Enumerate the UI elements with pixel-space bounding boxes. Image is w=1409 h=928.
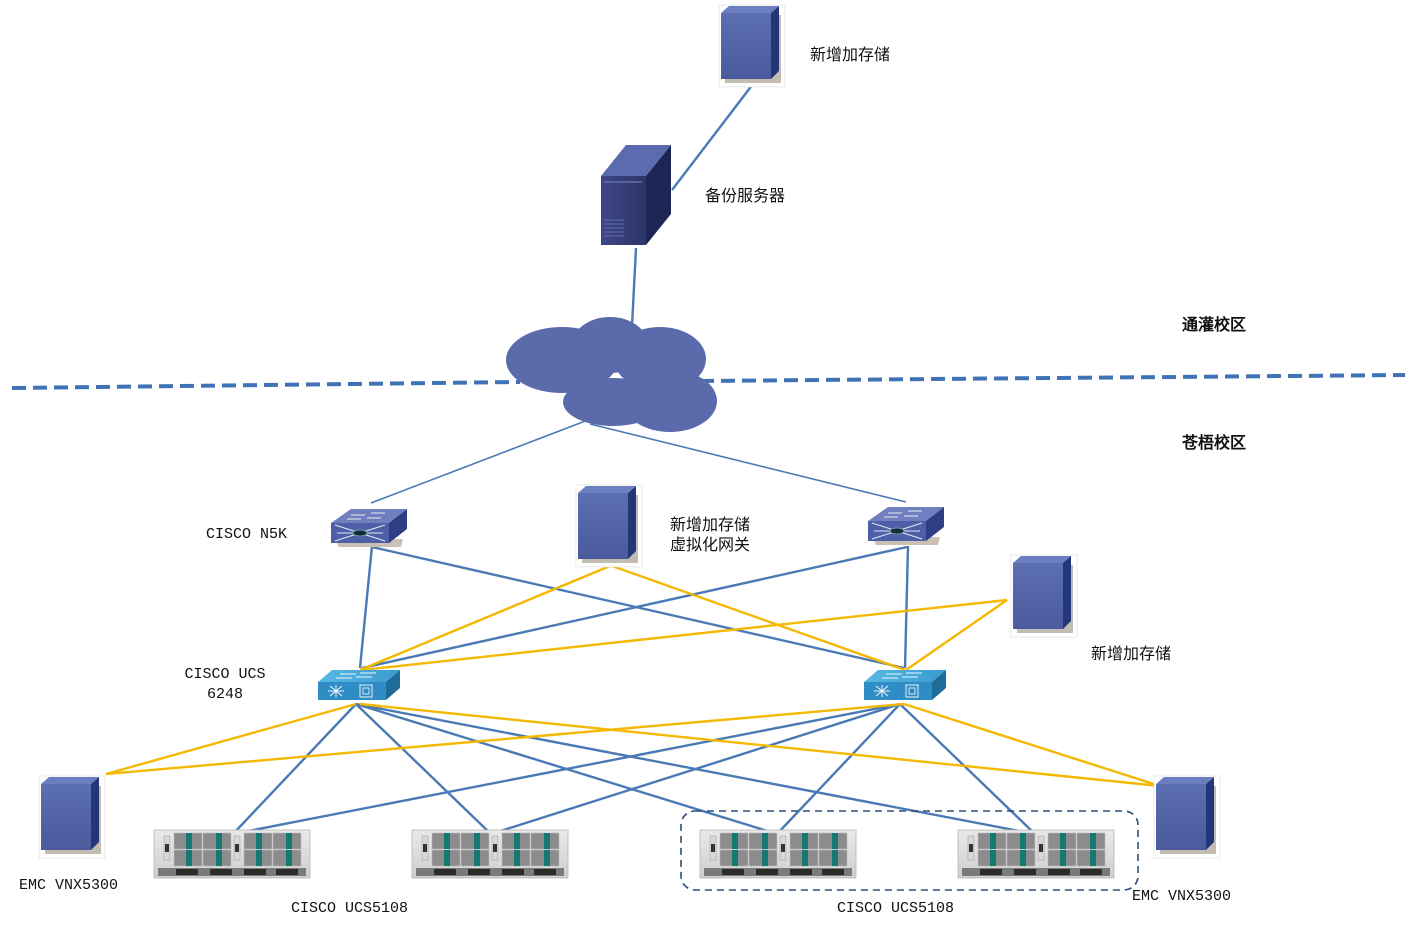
link-cloud-n5k-right (589, 423, 907, 503)
link-fi-left-emc-left (105, 702, 357, 776)
storage-gateway-label-line1: 新增加存储 (670, 515, 751, 534)
network-cloud[interactable] (506, 317, 717, 432)
storage-gateway-icon[interactable] (575, 484, 643, 568)
storage-right-label: 新增加存储 (1091, 644, 1172, 663)
link-fi-right-chassis-2 (490, 702, 901, 836)
link-storage-backup (671, 83, 754, 191)
link-n5k-left-fi-left (358, 545, 374, 669)
link-n5k-right-fi-right (903, 545, 910, 669)
storage-gateway-label-line2: 虚拟化网关 (670, 535, 751, 554)
link-backup-cloud (630, 247, 638, 327)
ucs5108-chassis-4-icon[interactable] (957, 829, 1115, 879)
link-fi-right-emc-left (105, 702, 905, 776)
link-n5k-right-fi-left (361, 545, 908, 670)
link-fi-right-chassis-1 (232, 702, 901, 836)
n5k-right-switch-icon[interactable] (867, 506, 945, 546)
fibre-channel-links (105, 564, 1161, 788)
ethernet-links (232, 83, 1036, 836)
storage-top-icon[interactable] (718, 4, 786, 88)
ucs6248-label-line2: 6248 (206, 686, 243, 703)
link-fi-left-emc-right (359, 702, 1161, 788)
link-fi-left-chassis-2 (355, 703, 492, 835)
storage-right-icon[interactable] (1010, 554, 1078, 638)
link-cloud-n5k-left (370, 419, 589, 504)
chassis-group-left-label: CISCO UCS5108 (291, 900, 409, 917)
emc-right-storage-icon[interactable] (1153, 775, 1221, 859)
zone-label-lower: 苍梧校区 (1182, 433, 1247, 452)
link-fi-right-chassis-4 (899, 703, 1036, 835)
link-gateway-fi-right (611, 564, 906, 672)
ucs6248-label-line1: CISCO UCS (184, 666, 266, 683)
ucs5108-chassis-2-icon[interactable] (411, 829, 569, 879)
link-gateway-fi-left (359, 564, 611, 672)
zone-label-upper: 通灌校区 (1182, 315, 1247, 334)
backup-server-label: 备份服务器 (705, 186, 786, 205)
emc-right-label: EMC VNX5300 (1132, 888, 1232, 905)
link-storage-right-fi-left (361, 598, 1008, 672)
storage-top-label: 新增加存储 (810, 45, 891, 64)
link-storage-right-fi-right (905, 599, 1008, 671)
ucs5108-chassis-1-icon[interactable] (153, 829, 311, 879)
ucs6248-left-icon[interactable] (317, 669, 401, 701)
link-fi-right-chassis-3 (776, 703, 901, 835)
link-fi-left-chassis-1 (232, 703, 357, 835)
link-fi-right-emc-right (903, 702, 1161, 788)
chassis-group-box (680, 810, 1139, 891)
ucs6248-right-icon[interactable] (863, 669, 947, 701)
n5k-left-switch-icon[interactable] (330, 508, 408, 548)
emc-left-label: EMC VNX5300 (19, 877, 119, 894)
zone-divider-line (11, 373, 1406, 390)
backup-server-icon[interactable] (601, 145, 671, 245)
chassis-group-right-label: CISCO UCS5108 (837, 900, 955, 917)
emc-left-storage-icon[interactable] (38, 775, 106, 859)
ucs5108-chassis-3-icon[interactable] (699, 829, 857, 879)
n5k-left-label: CISCO N5K (206, 526, 288, 543)
